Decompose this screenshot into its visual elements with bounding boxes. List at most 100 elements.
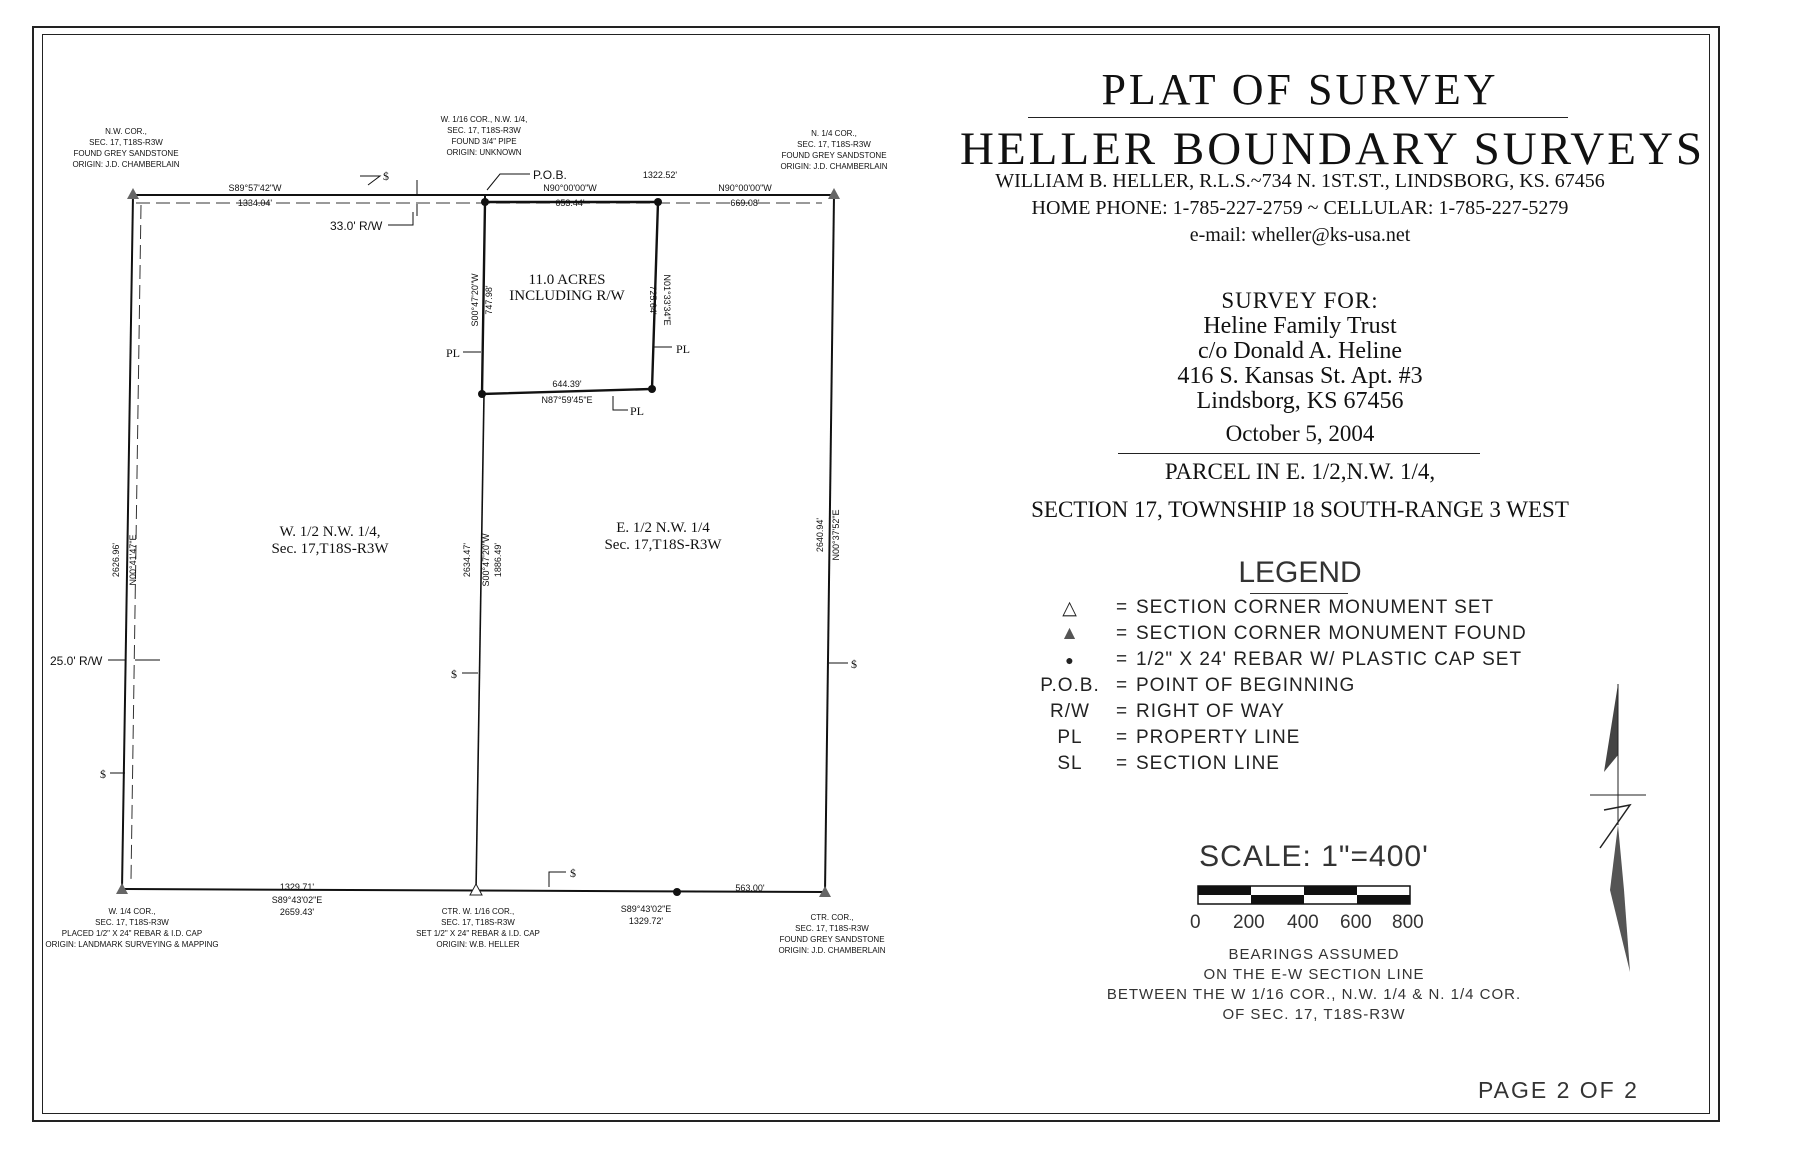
svg-text:ORIGIN: UNKNOWN: ORIGIN: UNKNOWN — [446, 148, 521, 157]
acres-line2: INCLUDING R/W — [509, 288, 625, 304]
legend-row-pob: P.O.B. = POINT OF BEGINNING — [1040, 675, 1356, 696]
sl-leader-south — [548, 871, 566, 887]
acres-line1: 11.0 ACRES — [529, 272, 606, 288]
svg-text:SEC. 17, T18S-R3W: SEC. 17, T18S-R3W — [797, 140, 871, 149]
monument-found-nw — [127, 188, 139, 199]
svg-text:ORIGIN: W.B. HELLER: ORIGIN: W.B. HELLER — [436, 940, 519, 949]
phone-line: HOME PHONE: 1-785-227-2759 ~ CELLULAR: 1… — [1031, 197, 1569, 219]
svg-text:SEC. 17, T18S-R3W: SEC. 17, T18S-R3W — [95, 918, 169, 927]
monument-found-w14 — [116, 883, 128, 894]
legend-row-rw: R/W = RIGHT OF WAY — [1050, 701, 1285, 722]
email-line: e-mail: wheller@ks-usa.net — [1189, 224, 1411, 246]
pl-marker-south: PL — [630, 404, 644, 418]
rw-north-leader — [388, 212, 414, 226]
parcel-south-dist: 644.39' — [552, 379, 582, 389]
dot-icon: ● — [1065, 652, 1075, 668]
north-total: 1322.52' — [643, 170, 678, 180]
corner-label-ctrw116: CTR. W. 1/16 COR., SEC. 17, T18S-R3W SET… — [416, 907, 540, 949]
corner-label-w14: W. 1/4 COR., SEC. 17, T18S-R3W PLACED 1/… — [45, 907, 218, 949]
corner-label-w116: W. 1/16 COR., N.W. 1/4, SEC. 17, T18S-R3… — [441, 115, 528, 157]
west-rw-line — [130, 204, 142, 881]
north-dist-mid: 653.44' — [555, 198, 585, 208]
legend-row-pl: PL = PROPERTY LINE — [1030, 727, 1590, 753]
svg-text:CTR. W. 1/16 COR.,: CTR. W. 1/16 COR., — [442, 907, 514, 916]
mid-sixteenth-line — [475, 393, 485, 892]
corner-label-ctr: CTR. COR., SEC. 17, T18S-R3W FOUND GREY … — [778, 913, 885, 955]
svg-text:FOUND GREY SANDSTONE: FOUND GREY SANDSTONE — [781, 151, 886, 160]
east-section-line — [824, 194, 835, 893]
south-dist-ctr: 563.00' — [735, 883, 765, 893]
w-half-line1: W. 1/2 N.W. 1/4, — [280, 524, 381, 540]
triangle-filled-icon: ▲ — [1060, 623, 1080, 644]
legend-title-underline — [1250, 593, 1348, 594]
date-underline — [1118, 453, 1480, 454]
south-total-w: 2659.43' — [280, 907, 315, 917]
page-number: PAGE 2 OF 2 — [1478, 1077, 1639, 1103]
svg-text:ORIGIN: LANDMARK SURVEYING & M: ORIGIN: LANDMARK SURVEYING & MAPPING — [45, 940, 218, 949]
north-arrow-icon — [1590, 684, 1646, 972]
inner-border — [42, 34, 1710, 1114]
west-bearing: N00°41'47"E — [128, 534, 138, 585]
parcel-west-bearing: S00°47'20"W — [470, 273, 480, 327]
parcel-south-bearing: N87°59'45"E — [541, 395, 592, 405]
monument-found-ctr — [819, 886, 831, 897]
triangle-outline-icon: △ — [1062, 598, 1078, 619]
legend-title: LEGEND — [1238, 556, 1362, 589]
scale-ticks: 0 200 400 600 800 — [1190, 912, 1424, 933]
legend-row-monument-found: ▲ = SECTION CORNER MONUMENT FOUND — [1030, 623, 1590, 649]
svg-text:FOUND GREY SANDSTONE: FOUND GREY SANDSTONE — [779, 935, 884, 944]
south-bearing-w: S89°43'02"E — [272, 895, 323, 905]
mid-total: 2634.47' — [462, 543, 472, 578]
svg-text:N. 1/4 COR.,: N. 1/4 COR., — [811, 129, 857, 138]
bearings-note-line1: BEARINGS ASSUMED — [1228, 946, 1400, 963]
scale-bar — [1197, 885, 1411, 905]
outer-border — [32, 26, 1720, 1122]
sl-marker-mid: $ — [451, 667, 457, 681]
parcel-west-dist: 747.98' — [484, 285, 494, 315]
parcel-east-dist: 725.64' — [648, 285, 658, 315]
e-half-line1: E. 1/2 N.W. 1/4 — [616, 520, 710, 536]
survey-for-heading: SURVEY FOR: — [1221, 288, 1379, 313]
corner-label-nw: N.W. COR., SEC. 17, T18S-R3W FOUND GREY … — [72, 127, 179, 169]
w-half-line2: Sec. 17,T18S-R3W — [271, 541, 389, 557]
plat-title: PLAT OF SURVEY — [1101, 65, 1499, 114]
client-address: 416 S. Kansas St. Apt. #3 — [1177, 363, 1423, 389]
south-dist-w: 1329.71' — [280, 882, 315, 892]
rebar-south — [673, 888, 681, 896]
svg-text:FOUND GREY SANDSTONE: FOUND GREY SANDSTONE — [73, 149, 178, 158]
north-dist-e: 669.08' — [730, 198, 760, 208]
corner-label-n14: N. 1/4 COR., SEC. 17, T18S-R3W FOUND GRE… — [780, 129, 887, 171]
sl-marker-west: $ — [100, 767, 106, 781]
north-bearing-w: S89°57'42"W — [228, 183, 282, 193]
north-bearing-mid: N90°00'00"W — [543, 183, 597, 193]
client-care-of: c/o Donald A. Heline — [1198, 338, 1402, 364]
parcel-line2: SECTION 17, TOWNSHIP 18 SOUTH-RANGE 3 WE… — [1031, 497, 1569, 522]
monument-set-ctrw116 — [469, 882, 483, 896]
section-line-symbol: $ — [383, 169, 389, 183]
pl-marker-west: PL — [446, 346, 460, 360]
scale-label: SCALE: 1"=400' — [1199, 840, 1429, 873]
svg-text:N.W. COR.,: N.W. COR., — [105, 127, 147, 136]
west-dist: 2626.96' — [111, 543, 121, 578]
section-line-icon: SL — [1057, 753, 1083, 774]
monument-found-n14 — [828, 188, 840, 199]
rebar-se — [648, 385, 656, 393]
rw-west-label: 25.0' R/W — [50, 654, 103, 668]
mid-dist: 1886.49' — [493, 543, 503, 578]
svg-text:CTR. COR.,: CTR. COR., — [810, 913, 853, 922]
client-name: Heline Family Trust — [1203, 313, 1397, 339]
svg-text:ORIGIN: J.D. CHAMBERLAIN: ORIGIN: J.D. CHAMBERLAIN — [72, 160, 179, 169]
legend-row-sl: SL = SECTION LINE — [1030, 753, 1590, 779]
svg-text:SEC. 17, T18S-R3W: SEC. 17, T18S-R3W — [795, 924, 869, 933]
svg-text:PLACED 1/2" X 24" REBAR & I.D.: PLACED 1/2" X 24" REBAR & I.D. CAP — [62, 929, 202, 938]
property-line-icon: PL — [1057, 727, 1083, 748]
rw-north-label: 33.0' R/W — [330, 219, 383, 233]
sl-marker-north — [360, 175, 382, 186]
svg-text:W. 1/16 COR., N.W. 1/4,: W. 1/16 COR., N.W. 1/4, — [441, 115, 528, 124]
svg-text:SEC. 17, T18S-R3W: SEC. 17, T18S-R3W — [447, 126, 521, 135]
bearings-note-line2: ON THE E-W SECTION LINE — [1203, 966, 1425, 983]
sl-marker-south: $ — [570, 866, 576, 880]
svg-text:FOUND 3/4" PIPE: FOUND 3/4" PIPE — [451, 137, 516, 146]
rebar-ne — [654, 198, 662, 206]
